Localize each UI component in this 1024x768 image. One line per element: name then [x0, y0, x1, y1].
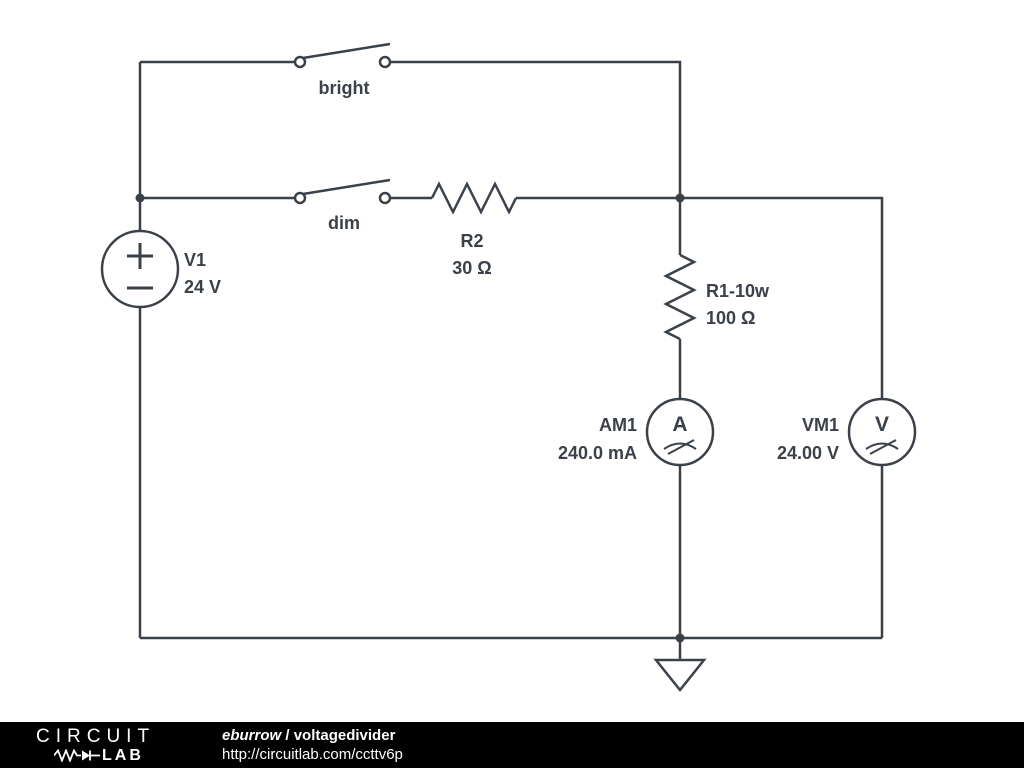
attribution-line: eburrow / voltagedivider [222, 726, 403, 746]
separator: / [281, 726, 294, 744]
am1-reading-label: 240.0 mA [558, 443, 637, 463]
plus-sign-icon [127, 243, 153, 269]
meter-needle [869, 439, 897, 455]
meter-scale-arc [663, 442, 697, 450]
node-dot [135, 193, 145, 203]
voltmeter-vm1[interactable]: V [847, 397, 917, 467]
switch-terminal [378, 55, 392, 69]
v1-name-label: V1 [184, 250, 206, 270]
voltmeter-letter: V [875, 413, 889, 436]
attribution-block: eburrow / voltagedivider http://circuitl… [222, 726, 403, 765]
vm1-name-label: VM1 [802, 415, 839, 435]
switch-lever[interactable] [302, 42, 391, 60]
resistor-r1[interactable] [663, 253, 697, 341]
schematic-canvas: V1 24 V bright dim R2 30 Ω R1-10w [100, 42, 917, 693]
switch-bright[interactable] [293, 42, 392, 69]
switch-lever[interactable] [302, 178, 391, 196]
r1-name-label: R1-10w [706, 281, 770, 301]
vm1-reading-label: 24.00 V [777, 443, 839, 463]
circuitlab-logo: CIRCUIT LAB [36, 727, 186, 764]
ammeter-letter: A [672, 413, 687, 436]
wire-net [138, 60, 884, 640]
ground-triangle [653, 658, 707, 693]
project-name: voltagedivider [293, 726, 396, 744]
r2-value-label: 30 Ω [452, 258, 491, 278]
node-dot [675, 193, 685, 203]
dim-switch-label: dim [328, 213, 360, 233]
r1-value-label: 100 Ω [706, 308, 755, 328]
switch-terminal [378, 191, 392, 205]
am1-name-label: AM1 [599, 415, 637, 435]
ammeter-body[interactable] [645, 397, 715, 467]
switch-terminal [293, 55, 307, 69]
schematic-area: V1 24 V bright dim R2 30 Ω R1-10w [100, 42, 917, 693]
circuit-url-link[interactable]: http://circuitlab.com/ccttv6p [222, 746, 403, 763]
logo-circuit-text: CIRCUIT [36, 725, 156, 747]
author-name: eburrow [222, 726, 282, 744]
bright-switch-label: bright [319, 78, 370, 98]
resistor-diode-waveform-icon [54, 749, 100, 762]
resistor-r2[interactable] [430, 181, 518, 215]
ammeter-am1[interactable]: A [645, 397, 715, 467]
voltage-source-v1[interactable] [100, 229, 180, 309]
footer-bar: CIRCUIT LAB eburrow / voltagedivider htt… [0, 722, 1024, 768]
r2-name-label: R2 [460, 231, 483, 251]
voltmeter-body[interactable] [847, 397, 917, 467]
switch-dim[interactable] [293, 178, 392, 205]
ground-symbol[interactable] [653, 638, 707, 693]
v1-value-label: 24 V [184, 277, 221, 297]
meter-scale-arc [865, 442, 899, 450]
switch-terminal [293, 191, 307, 205]
meter-needle [667, 439, 695, 455]
logo-lab-text: LAB [102, 746, 144, 764]
